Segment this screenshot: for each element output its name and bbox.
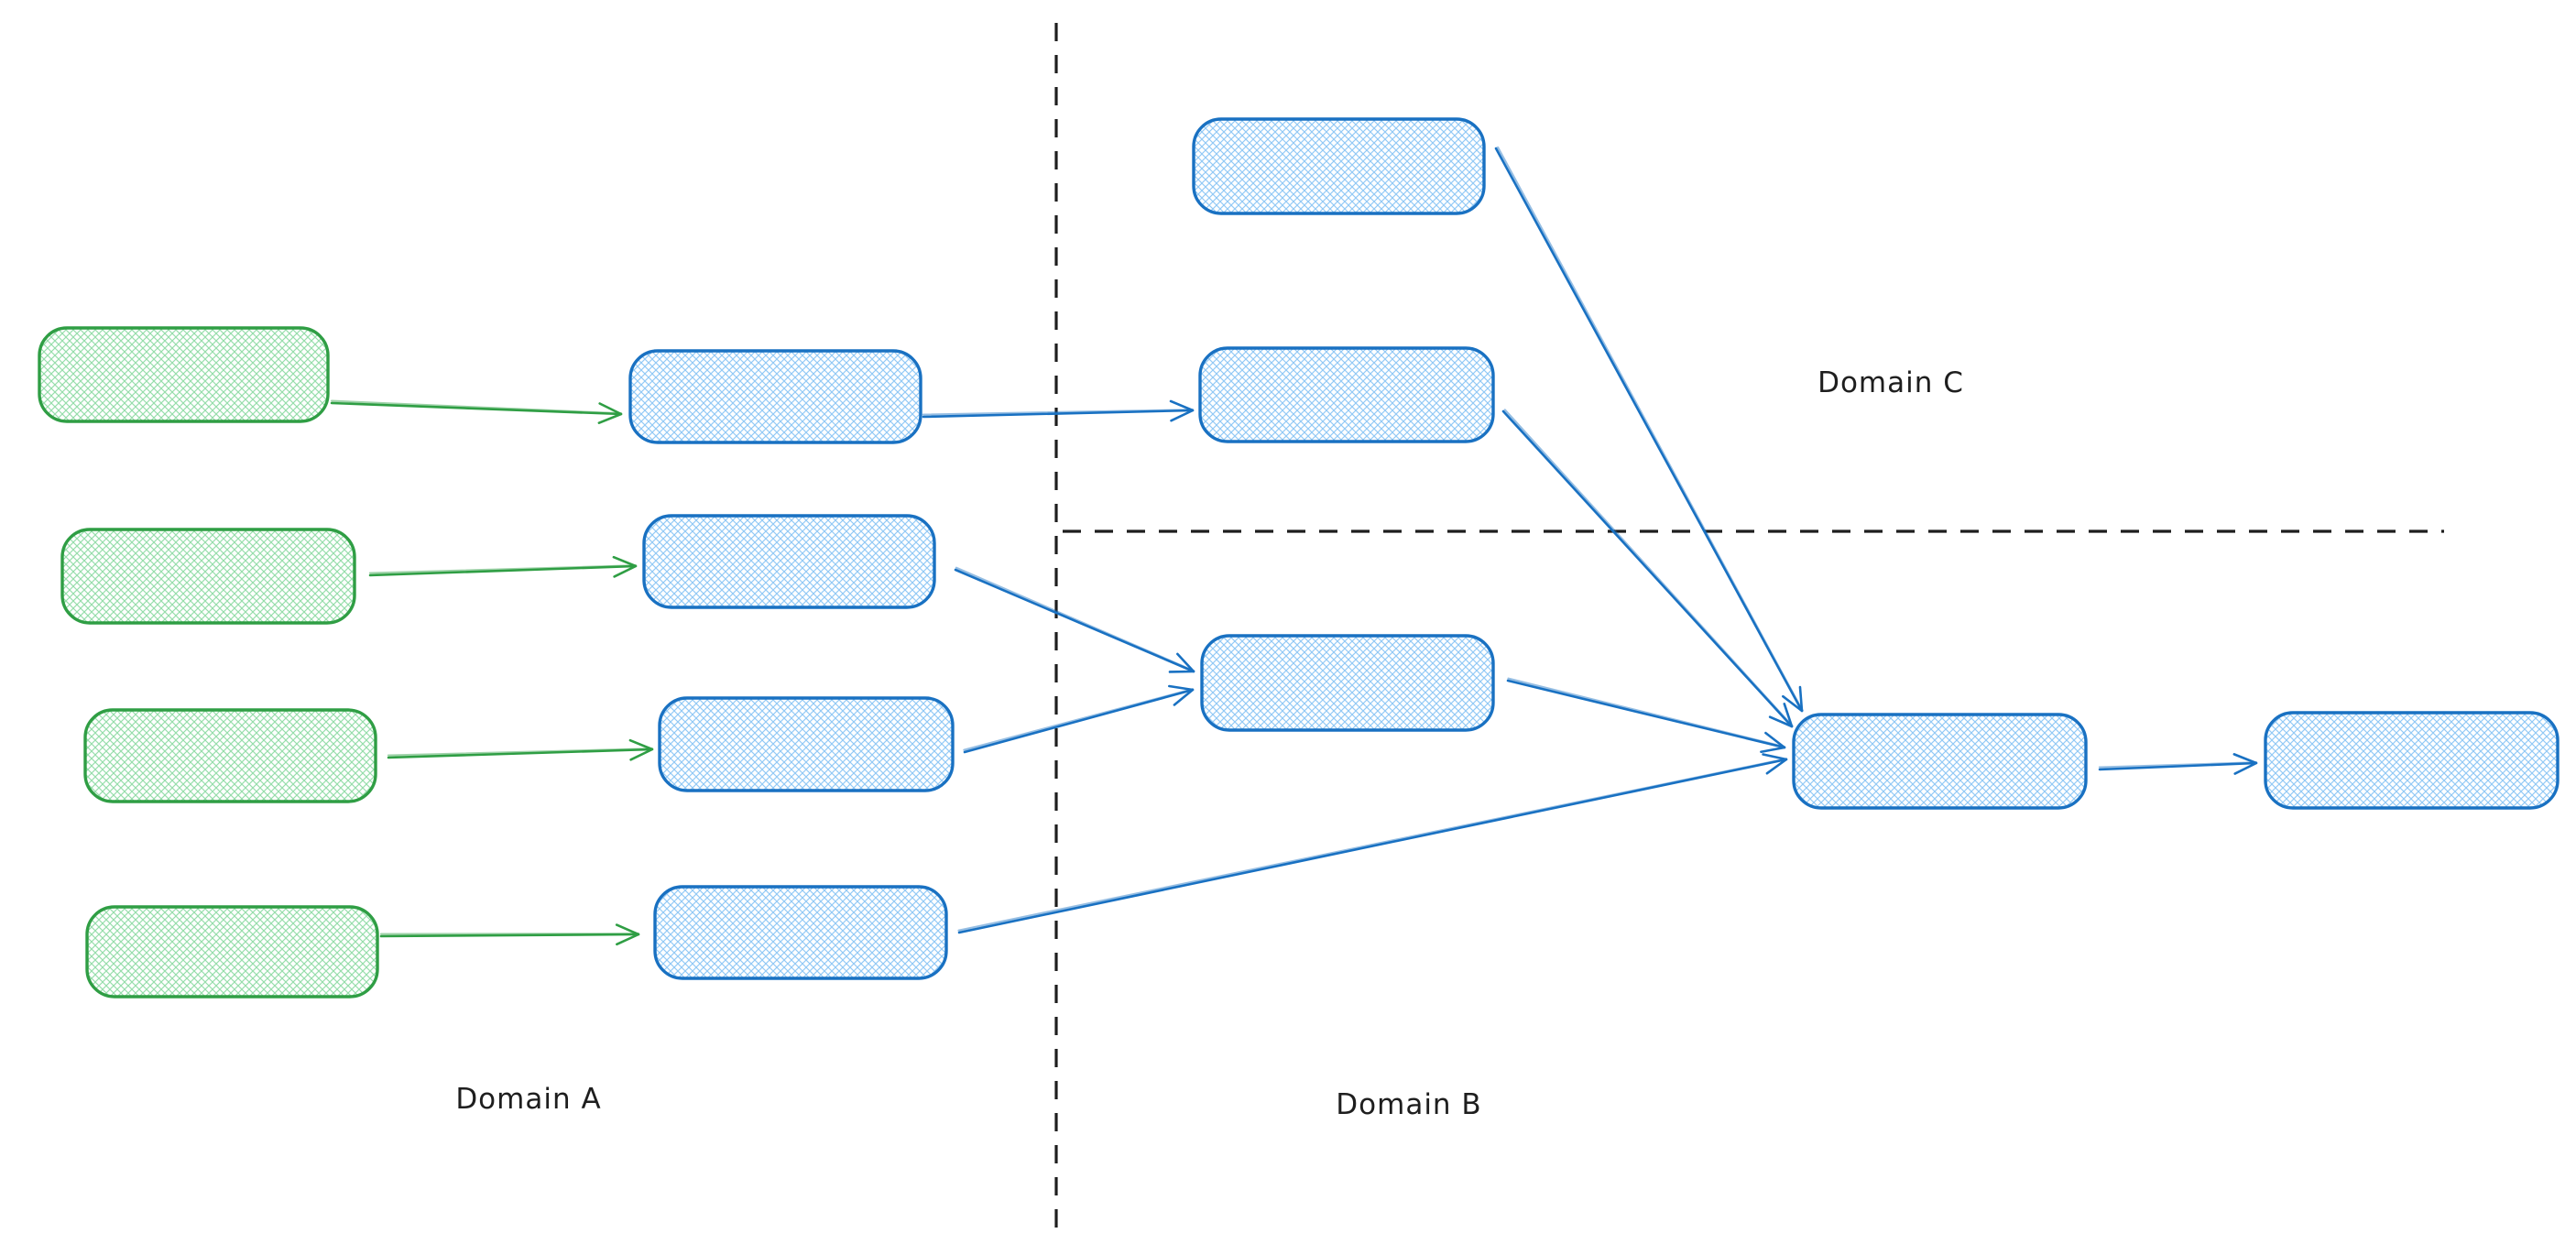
green-box-2 [60, 528, 356, 625]
blue-box-c2 [1198, 346, 1495, 443]
blue-box-b1 [1200, 634, 1495, 732]
blue-box-a1 [628, 349, 922, 444]
edge-green4-to-bluea4 [379, 923, 640, 946]
edge-bluea3-to-blueb1 [963, 684, 1195, 754]
domain-c-label: Domain C [1817, 366, 1964, 399]
blue-box-c1 [1192, 117, 1486, 215]
edge-bluea4-to-blueb2 [957, 753, 1788, 934]
blue-box-a4 [653, 885, 948, 980]
green-box-4 [85, 905, 379, 999]
edge-bluec2-to-blueb2 [1501, 409, 1794, 728]
edge-bluea1-to-bluec2 [922, 399, 1195, 422]
blue-box-b3 [2264, 711, 2560, 810]
blue-box-a3 [658, 696, 955, 792]
edge-blueb1-to-blueb2 [1506, 677, 1786, 754]
blue-box-b2 [1792, 713, 2088, 810]
blue-box-a2 [642, 514, 936, 609]
domain-a-label: Domain A [455, 1083, 601, 1116]
edge-green2-to-bluea2 [368, 555, 638, 578]
edge-green1-to-bluea1 [330, 399, 623, 424]
edge-green3-to-bluea3 [387, 738, 654, 761]
edge-blueb2-to-blueb3 [2098, 753, 2258, 775]
edge-bluec1-to-blueb2 [1494, 146, 1804, 713]
domain-b-label: Domain B [1336, 1088, 1481, 1121]
green-box-3 [83, 708, 377, 803]
green-box-1 [38, 326, 330, 423]
edge-bluea2-to-blueb1 [954, 566, 1195, 673]
